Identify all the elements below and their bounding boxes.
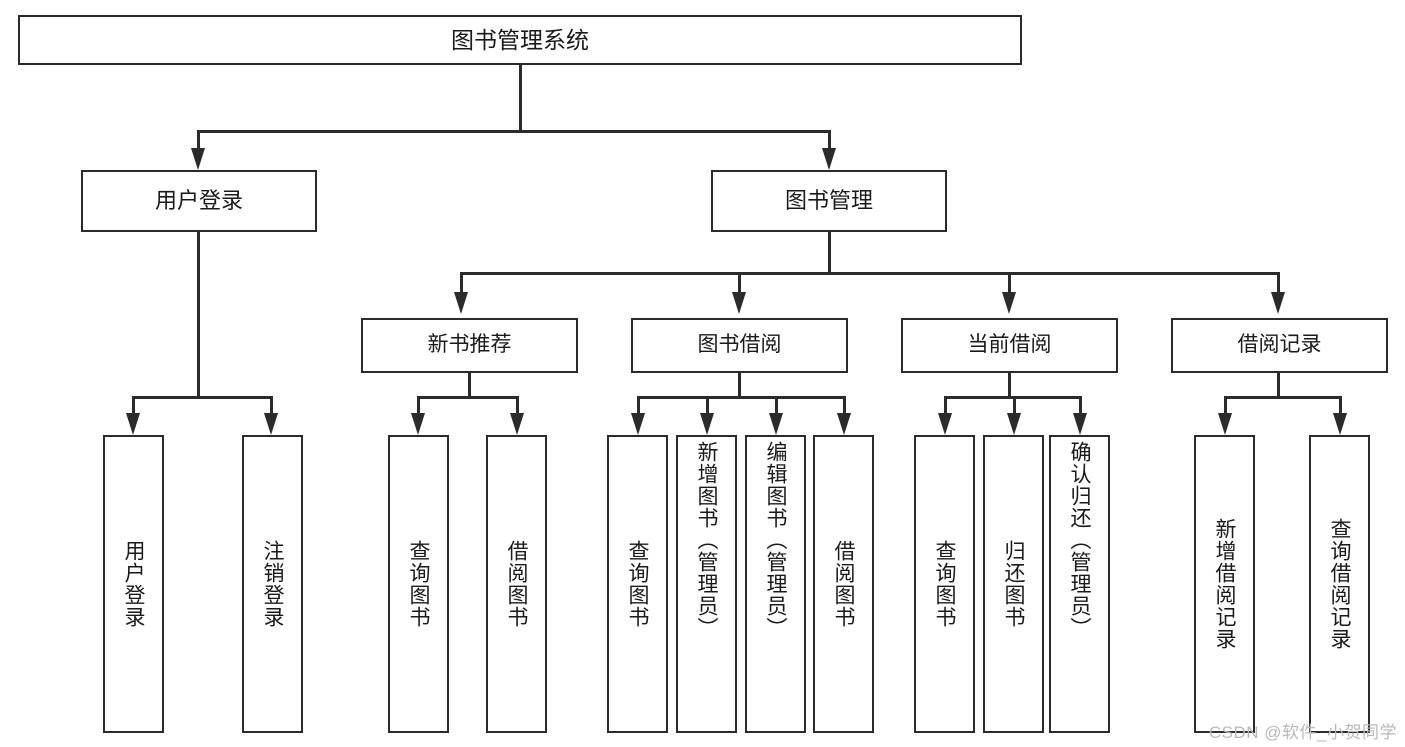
connector-borrow-record-drop-2 (1339, 396, 1342, 416)
leaf-label: 新增图书（管理员） (695, 441, 718, 639)
arrow-current-borrow-leaf-2 (1007, 413, 1021, 435)
leaf-book-borrow-query[interactable]: 查询图书 (607, 435, 668, 733)
leaf-current-borrow-query[interactable]: 查询图书 (914, 435, 975, 733)
arrow-borrow-record-leaf-2 (1333, 413, 1347, 435)
connector-book-manage-drop-1 (460, 272, 463, 294)
leaf-label: 注销登录 (261, 540, 284, 628)
arrow-book-manage-to-borrow-record (1271, 292, 1285, 314)
node-label: 借阅记录 (1237, 333, 1322, 357)
leaf-borrow-record-query[interactable]: 查询借阅记录 (1309, 435, 1370, 733)
leaf-new-book-borrow[interactable]: 借阅图书 (486, 435, 547, 733)
connector-current-borrow-bus (944, 396, 1080, 399)
connector-book-manage-bus (460, 272, 1280, 275)
connector-book-manage-drop-3 (1008, 272, 1011, 294)
connector-book-borrow-drop-2 (706, 396, 709, 416)
connector-book-borrow-bus (637, 396, 845, 399)
arrow-book-manage-to-book-borrow (732, 292, 746, 314)
connector-user-login-stem (197, 232, 200, 398)
arrow-root-to-user-login (191, 148, 205, 170)
leaf-label: 借阅图书 (832, 540, 855, 628)
connector-new-book-drop-2 (516, 396, 519, 416)
node-label: 当前借阅 (967, 333, 1052, 357)
node-label: 新书推荐 (427, 333, 512, 357)
leaf-user-logout[interactable]: 注销登录 (242, 435, 303, 733)
arrow-book-manage-to-new-book (454, 292, 468, 314)
connector-book-borrow-drop-3 (775, 396, 778, 416)
leaf-new-book-query[interactable]: 查询图书 (388, 435, 449, 733)
leaf-label: 查询图书 (626, 540, 649, 628)
connector-root-to-book-manage (828, 130, 831, 150)
leaf-book-borrow-add[interactable]: 新增图书（管理员） (676, 435, 737, 733)
arrow-book-borrow-leaf-1 (631, 413, 645, 435)
leaf-borrow-record-add[interactable]: 新增借阅记录 (1194, 435, 1255, 733)
connector-user-login-bus (132, 396, 270, 399)
leaf-current-borrow-return[interactable]: 归还图书 (983, 435, 1044, 733)
leaf-label: 编辑图书（管理员） (764, 441, 787, 639)
leaf-label: 借阅图书 (505, 540, 528, 628)
connector-borrow-record-stem (1277, 373, 1280, 398)
node-label: 图书管理系统 (451, 26, 589, 53)
node-label: 用户登录 (154, 188, 243, 214)
connector-current-borrow-drop-2 (1013, 396, 1016, 416)
arrow-current-borrow-leaf-1 (938, 413, 952, 435)
node-new-book-recommend[interactable]: 新书推荐 (361, 318, 578, 373)
arrow-book-manage-to-current-borrow (1002, 292, 1016, 314)
leaf-label: 用户登录 (122, 540, 145, 628)
connector-new-book-stem (468, 373, 471, 398)
connector-borrow-record-drop-1 (1224, 396, 1227, 416)
node-root-system[interactable]: 图书管理系统 (18, 15, 1022, 65)
leaf-label: 确认归还（管理员） (1068, 441, 1091, 639)
node-user-login[interactable]: 用户登录 (81, 170, 317, 232)
connector-new-book-drop-1 (417, 396, 420, 416)
arrow-new-book-leaf-2 (510, 413, 524, 435)
connector-root-to-user-login (197, 130, 200, 150)
leaf-label: 查询借阅记录 (1328, 518, 1351, 650)
connector-root-bus (197, 130, 831, 133)
arrow-book-borrow-leaf-2 (700, 413, 714, 435)
node-book-borrow[interactable]: 图书借阅 (631, 318, 848, 373)
connector-root-stem (519, 65, 522, 132)
node-borrow-record[interactable]: 借阅记录 (1171, 318, 1388, 373)
watermark-text: CSDN @软件_小贺同学 (1208, 723, 1397, 742)
connector-user-login-drop-2 (270, 396, 273, 416)
connector-user-login-drop-1 (132, 396, 135, 416)
arrow-new-book-leaf-1 (411, 413, 425, 435)
leaf-label: 新增借阅记录 (1213, 518, 1236, 650)
arrow-root-to-book-manage (822, 148, 836, 170)
arrow-book-borrow-leaf-3 (769, 413, 783, 435)
connector-book-borrow-drop-1 (637, 396, 640, 416)
arrow-book-borrow-leaf-4 (837, 413, 851, 435)
connector-book-manage-drop-2 (738, 272, 741, 294)
node-label: 图书管理 (784, 188, 873, 214)
arrow-current-borrow-leaf-3 (1073, 413, 1087, 435)
connector-borrow-record-bus (1224, 396, 1342, 399)
leaf-current-borrow-confirm[interactable]: 确认归还（管理员） (1049, 435, 1110, 733)
node-current-borrow[interactable]: 当前借阅 (901, 318, 1118, 373)
arrow-user-login-leaf-2 (264, 413, 278, 435)
leaf-label: 查询图书 (407, 540, 430, 628)
connector-current-borrow-stem (1008, 373, 1011, 398)
connector-new-book-bus (417, 396, 519, 399)
leaf-book-borrow-edit[interactable]: 编辑图书（管理员） (745, 435, 806, 733)
connector-book-manage-drop-4 (1277, 272, 1280, 294)
leaf-label: 查询图书 (933, 540, 956, 628)
connector-current-borrow-drop-3 (1079, 396, 1082, 416)
node-label: 图书借阅 (697, 333, 782, 357)
connector-book-manage-stem (828, 232, 831, 274)
arrow-user-login-leaf-1 (126, 413, 140, 435)
connector-current-borrow-drop-1 (944, 396, 947, 416)
leaf-user-login-1[interactable]: 用户登录 (103, 435, 164, 733)
leaf-book-borrow-do[interactable]: 借阅图书 (813, 435, 874, 733)
node-book-manage[interactable]: 图书管理 (711, 170, 947, 232)
connector-book-borrow-stem (738, 373, 741, 398)
arrow-borrow-record-leaf-1 (1218, 413, 1232, 435)
leaf-label: 归还图书 (1002, 540, 1025, 628)
connector-book-borrow-drop-4 (843, 396, 846, 416)
